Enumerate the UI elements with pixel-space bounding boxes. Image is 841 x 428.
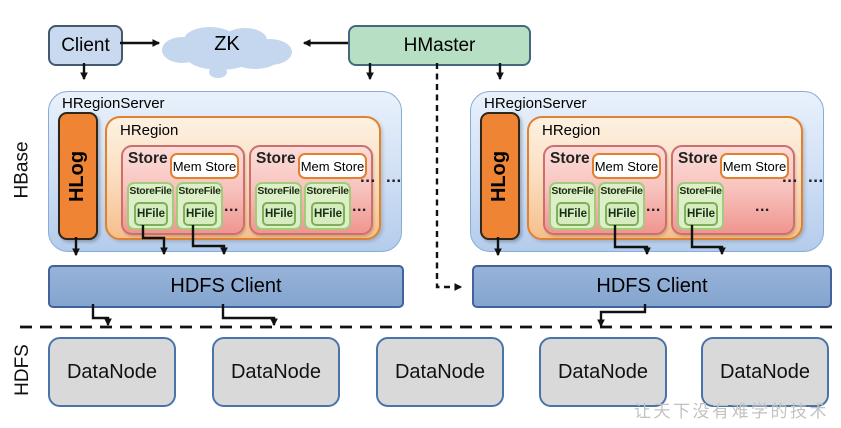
storefile-label: StoreFile <box>551 185 594 197</box>
storefile: StoreFile HFile <box>549 182 596 230</box>
hlog-right: HLog <box>480 112 520 240</box>
watermark-text: 让天下没有难学的技术 <box>634 402 829 421</box>
zk-label: ZK <box>214 33 240 55</box>
storefile: StoreFile HFile <box>176 182 223 230</box>
hdfs-client-left: HDFS Client <box>48 265 404 308</box>
store-label: Store <box>678 150 718 167</box>
dashed-arrow-hmaster-to-hdfsclient-right <box>435 63 463 291</box>
hdfs-client-right: HDFS Client <box>472 265 832 308</box>
hlog-right-label: HLog <box>488 150 511 202</box>
datanode-label: DataNode <box>230 360 322 383</box>
datanode-1: DataNode <box>48 337 176 407</box>
more-stores-ellipsis: ... <box>782 167 798 186</box>
hfile: HFile <box>262 202 296 226</box>
datanode-5: DataNode <box>701 337 829 407</box>
datanode-label: DataNode <box>394 360 486 383</box>
hregion-left-label: HRegion <box>120 122 179 139</box>
storefile-label: StoreFile <box>257 185 300 197</box>
hmaster-label: HMaster <box>403 34 476 56</box>
mem-store: Mem Store <box>592 153 661 179</box>
hfile: HFile <box>183 202 217 226</box>
more-storefiles-ellipsis: ... <box>755 198 770 215</box>
hregion-right: HRegion Store Mem Store StoreFile HFile … <box>527 116 803 240</box>
hdfs-client-left-label: HDFS Client <box>170 275 282 297</box>
hfile: HFile <box>311 202 345 226</box>
hmaster-node: HMaster <box>348 25 531 66</box>
storefile-label: StoreFile <box>306 185 349 197</box>
more-storefiles-ellipsis: ... <box>646 198 661 215</box>
hbase-section-label: HBase <box>12 141 33 199</box>
more-storefiles-ellipsis: ... <box>352 198 367 215</box>
storefile-label: StoreFile <box>178 185 221 197</box>
hregion-left: HRegion Store Mem Store StoreFile HFile … <box>105 116 381 240</box>
storefile: StoreFile HFile <box>255 182 302 230</box>
hfile: HFile <box>556 202 590 226</box>
more-regions-ellipsis: ... <box>808 167 824 186</box>
storefile: StoreFile HFile <box>677 182 724 230</box>
datanode-label: DataNode <box>719 360 811 383</box>
store-label: Store <box>128 150 168 167</box>
hdfs-section-label: HDFS <box>12 344 34 396</box>
datanode-3: DataNode <box>376 337 504 407</box>
more-storefiles-ellipsis: ... <box>224 198 239 215</box>
hregion-right-label: HRegion <box>542 122 601 139</box>
mem-store: Mem Store <box>170 153 239 179</box>
hfile: HFile <box>605 202 639 226</box>
hregionserver-right-label: HRegionServer <box>484 95 587 112</box>
storefile: StoreFile HFile <box>127 182 174 230</box>
storefile-label: StoreFile <box>600 185 643 197</box>
hregionserver-right: HRegionServer HLog HRegion Store Mem Sto… <box>470 91 824 252</box>
hregionserver-left: HRegionServer HLog HRegion Store Mem Sto… <box>48 91 402 252</box>
hdfs-client-right-label: HDFS Client <box>596 275 708 297</box>
client-node: Client <box>48 25 123 66</box>
storefile-label: StoreFile <box>129 185 172 197</box>
zookeeper-cloud: ZK <box>160 14 294 78</box>
hlog-left: HLog <box>58 112 98 240</box>
store-left-1: Store Mem Store StoreFile HFile StoreFil… <box>121 145 245 235</box>
store-right-2: Store Mem Store StoreFile HFile ... <box>671 145 795 235</box>
hregionserver-left-label: HRegionServer <box>62 95 165 112</box>
storefile-label: StoreFile <box>679 185 722 197</box>
mem-store: Mem Store <box>720 153 789 179</box>
storefile: StoreFile HFile <box>304 182 351 230</box>
store-right-1: Store Mem Store StoreFile HFile StoreFil… <box>543 145 667 235</box>
datanode-label: DataNode <box>557 360 649 383</box>
store-left-2: Store Mem Store StoreFile HFile StoreFil… <box>249 145 373 235</box>
client-label: Client <box>61 34 110 56</box>
store-label: Store <box>256 150 296 167</box>
more-regions-ellipsis: ... <box>386 167 402 186</box>
hfile: HFile <box>684 202 718 226</box>
store-label: Store <box>550 150 590 167</box>
datanode-2: DataNode <box>212 337 340 407</box>
datanode-4: DataNode <box>539 337 667 407</box>
storefile: StoreFile HFile <box>598 182 645 230</box>
hlog-left-label: HLog <box>66 150 89 202</box>
hfile: HFile <box>134 202 168 226</box>
mem-store: Mem Store <box>298 153 367 179</box>
datanode-label: DataNode <box>66 360 158 383</box>
cloud-shape <box>162 27 292 78</box>
more-stores-ellipsis: ... <box>360 167 376 186</box>
